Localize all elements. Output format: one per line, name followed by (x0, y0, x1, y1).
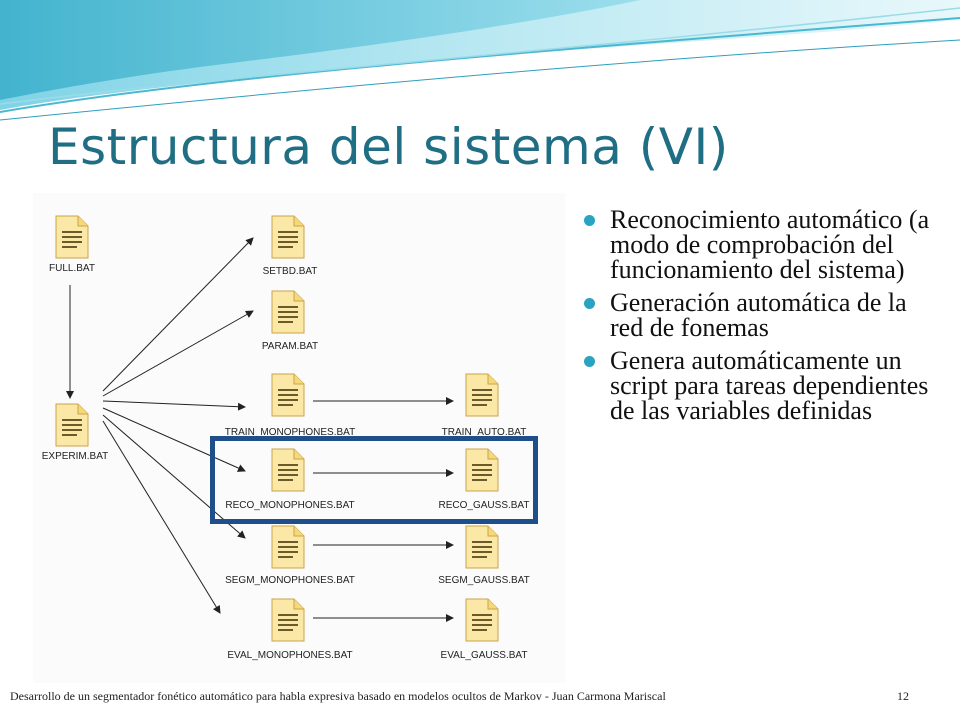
bat-file-icon (465, 525, 499, 569)
file-label-train-mono: TRAIN_MONOPHONES.BAT (224, 427, 356, 438)
bullet-dot-icon (584, 298, 595, 309)
header-waves-decoration (0, 0, 960, 121)
bat-file-icon (465, 448, 499, 492)
file-label-eval-mono: EVAL_MONOPHONES.BAT (227, 650, 353, 661)
slide-title: Estructura del sistema (VI) (48, 118, 729, 176)
slide-footer: Desarrollo de un segmentador fonético au… (10, 689, 666, 703)
bat-file-icon (465, 373, 499, 417)
file-label-train-auto: TRAIN_AUTO.BAT (441, 427, 527, 438)
arrow-experim-segm (102, 414, 246, 539)
bat-file-icon (271, 373, 305, 417)
bat-file-icon (271, 598, 305, 642)
file-label-eval-gauss: EVAL_GAUSS.BAT (440, 650, 528, 661)
bullet-dot-icon (584, 215, 595, 226)
reco-highlight-box (210, 436, 538, 524)
arrow-experim-train (102, 400, 246, 411)
file-label-experim: EXPERIM.BAT (41, 451, 109, 462)
bat-file-icon (465, 598, 499, 642)
bullet-item: Reconocimiento automático (a modo de com… (584, 207, 944, 283)
file-label-setbd: SETBD.BAT (262, 266, 318, 277)
bullet-item: Genera automáticamente un script para ta… (584, 348, 944, 424)
page-number: 12 (897, 689, 909, 703)
bullet-dot-icon (584, 356, 595, 367)
bat-file-icon (55, 215, 89, 259)
file-label-param: PARAM.BAT (261, 341, 319, 352)
file-label-segm-gauss: SEGM_GAUSS.BAT (438, 575, 530, 586)
arrow-experim-eval (102, 420, 221, 614)
bat-file-icon (271, 448, 305, 492)
bullet-list: Reconocimiento automático (a modo de com… (584, 207, 944, 431)
file-label-segm-mono: SEGM_MONOPHONES.BAT (225, 575, 355, 586)
arrow-experim-setbd (102, 237, 254, 392)
diagram-arrows (66, 237, 454, 622)
bat-file-icon (271, 290, 305, 334)
arrow-experim-reco (102, 407, 246, 472)
bat-file-icon (271, 215, 305, 259)
file-label-reco-mono: RECO_MONOPHONES.BAT (225, 500, 355, 511)
file-label-reco-gauss: RECO_GAUSS.BAT (438, 500, 530, 511)
file-label-full: FULL.BAT (49, 263, 95, 274)
bat-file-icon (271, 525, 305, 569)
bat-file-icon (55, 403, 89, 447)
bullet-item: Generación automática de la red de fonem… (584, 290, 944, 341)
arrow-experim-param (102, 310, 254, 397)
